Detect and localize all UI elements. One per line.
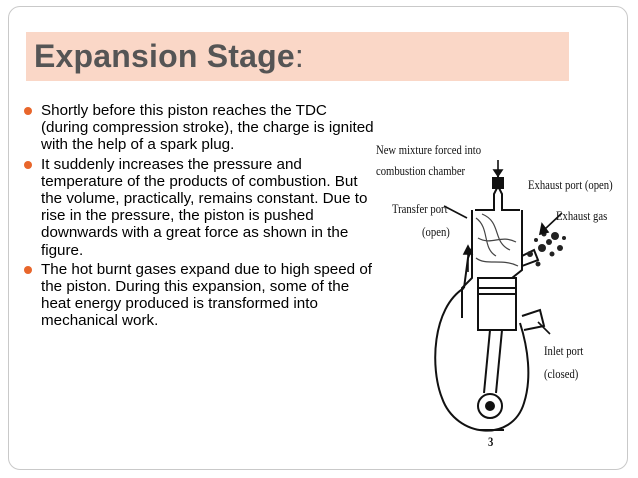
label-inlet-closed: (closed) — [544, 366, 579, 381]
label-new-mixture: New mixture forced into — [376, 142, 482, 157]
label-transfer-open: (open) — [422, 224, 450, 239]
bullet-text: Shortly before this piston reaches the T… — [41, 102, 374, 154]
bullet-item: Shortly before this piston reaches the T… — [22, 102, 374, 154]
two-stroke-engine-diagram — [434, 160, 566, 432]
bullet-text: It suddenly increases the pressure and t… — [41, 155, 368, 259]
bullet-dot-icon — [24, 160, 32, 169]
bullet-list: Shortly before this piston reaches the T… — [22, 102, 374, 332]
bullet-dot-icon — [24, 107, 32, 115]
label-exhaust-gas: Exhaust gas — [556, 208, 608, 223]
label-combustion-chamber: combustion chamber — [376, 163, 466, 178]
label-figure-number: 3 — [488, 434, 494, 449]
label-inlet-port: Inlet port — [544, 343, 584, 358]
bullet-text: The hot burnt gases expand due to high s… — [41, 260, 372, 330]
bullet-dot-icon — [24, 265, 32, 274]
bullet-item: The hot burnt gases expand due to high s… — [22, 261, 374, 330]
slide-title-colon: : — [294, 38, 304, 74]
slide-title: Expansion Stage — [34, 38, 295, 74]
engine-figure: New mixture forced into combustion chamb… — [372, 138, 627, 453]
title-bar: Expansion Stage: — [26, 32, 569, 81]
label-exhaust-port: Exhaust port (open) — [528, 177, 613, 192]
bullet-item: It suddenly increases the pressure and t… — [22, 156, 374, 259]
slide-frame — [8, 6, 628, 470]
label-transfer-port: Transfer port — [392, 201, 448, 216]
